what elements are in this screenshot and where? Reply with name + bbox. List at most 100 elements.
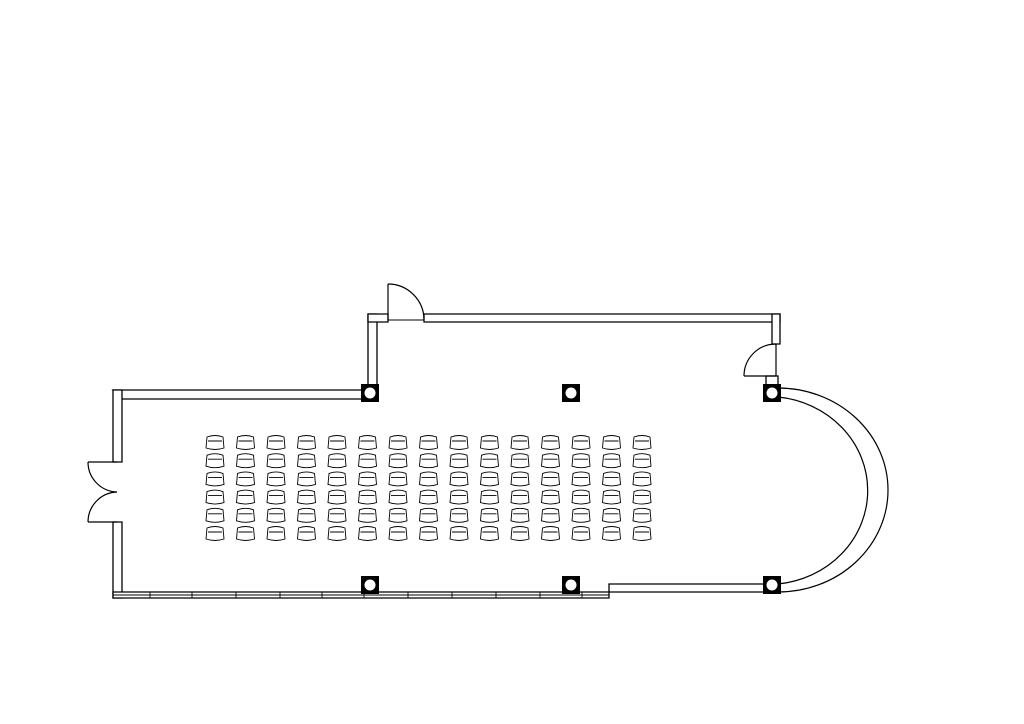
- chair: [358, 471, 377, 487]
- wall-right-stub: [771, 313, 781, 345]
- door-left-double: [87, 461, 118, 523]
- chair: [419, 507, 438, 523]
- chair: [419, 471, 438, 487]
- column: [361, 576, 379, 594]
- chair: [419, 453, 438, 469]
- chair: [266, 489, 286, 505]
- chair: [449, 489, 469, 505]
- wall-bottom-right: [608, 583, 771, 593]
- chair: [480, 453, 499, 469]
- wall-top-main: [423, 313, 781, 323]
- chair: [449, 507, 469, 523]
- chair: [205, 489, 225, 505]
- chair: [327, 507, 347, 523]
- chair: [541, 471, 560, 487]
- column: [562, 576, 580, 594]
- chair: [205, 453, 225, 469]
- chair: [358, 435, 377, 450]
- apse-wall: [777, 387, 889, 593]
- chair: [327, 526, 347, 541]
- chair: [571, 435, 591, 450]
- chair: [602, 526, 621, 541]
- chair: [388, 453, 408, 469]
- door-right: [743, 343, 777, 377]
- chair: [236, 489, 255, 505]
- chair: [419, 489, 438, 505]
- chair: [236, 507, 255, 523]
- chair: [358, 507, 377, 523]
- chair: [541, 453, 560, 469]
- chair: [632, 526, 652, 541]
- chair: [571, 489, 591, 505]
- chair: [358, 453, 377, 469]
- column: [361, 384, 379, 402]
- chair: [236, 435, 255, 450]
- chair: [388, 489, 408, 505]
- chair: [632, 471, 652, 487]
- column: [763, 576, 781, 594]
- chair: [632, 507, 652, 523]
- chair: [571, 471, 591, 487]
- chair: [602, 435, 621, 450]
- chair: [449, 471, 469, 487]
- chair: [236, 453, 255, 469]
- chair: [632, 453, 652, 469]
- chair: [602, 471, 621, 487]
- wall-left-upper: [112, 389, 123, 463]
- chair: [205, 507, 225, 523]
- chair: [205, 471, 225, 487]
- wall-step: [367, 313, 378, 391]
- chair: [510, 435, 530, 450]
- chair: [449, 453, 469, 469]
- chair: [541, 526, 560, 541]
- chair: [510, 507, 530, 523]
- chair: [602, 507, 621, 523]
- chair: [571, 453, 591, 469]
- chair: [388, 471, 408, 487]
- chair: [541, 435, 560, 450]
- chair: [510, 526, 530, 541]
- chair: [266, 435, 286, 450]
- chair: [205, 526, 225, 541]
- door-top: [387, 283, 425, 321]
- seating-area: [205, 435, 652, 541]
- chair: [236, 471, 255, 487]
- chair: [327, 453, 347, 469]
- chair: [480, 489, 499, 505]
- chair: [205, 435, 225, 450]
- chair: [602, 453, 621, 469]
- chair: [388, 507, 408, 523]
- window-mullions: [149, 592, 583, 598]
- chair: [571, 526, 591, 541]
- chair: [327, 471, 347, 487]
- chair: [297, 507, 316, 523]
- chair: [480, 471, 499, 487]
- chair: [541, 489, 560, 505]
- chair: [266, 507, 286, 523]
- chair: [266, 453, 286, 469]
- chair: [510, 489, 530, 505]
- chair: [297, 453, 316, 469]
- chair: [266, 526, 286, 541]
- chair: [449, 526, 469, 541]
- chair: [358, 526, 377, 541]
- chair: [510, 453, 530, 469]
- wall-top: [367, 313, 389, 323]
- chair: [480, 435, 499, 450]
- column: [763, 384, 781, 402]
- chair: [602, 489, 621, 505]
- doors: [87, 283, 777, 523]
- chair: [236, 526, 255, 541]
- chair: [480, 507, 499, 523]
- column: [562, 384, 580, 402]
- chair: [266, 471, 286, 487]
- chair: [297, 471, 316, 487]
- chair: [358, 489, 377, 505]
- chair: [327, 489, 347, 505]
- chair: [388, 526, 408, 541]
- room-walls: [111, 313, 781, 599]
- chair: [571, 507, 591, 523]
- chair: [297, 526, 316, 541]
- chair: [510, 471, 530, 487]
- chair: [297, 489, 316, 505]
